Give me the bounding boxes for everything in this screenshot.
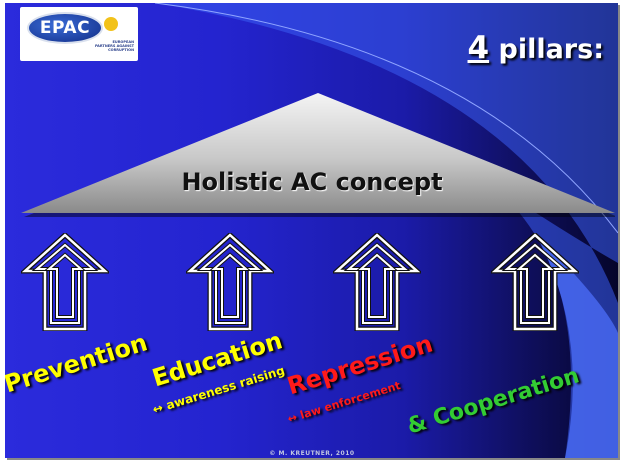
roof-label: Holistic AC concept [181,168,443,196]
slide-background: EPAC EUROPEAN PARTNERS AGAINST CORRUPTIO… [5,3,618,458]
pillar-icon [21,233,109,331]
logo-subtitle: EUROPEAN PARTNERS AGAINST CORRUPTION [94,40,134,52]
roof-triangle [21,93,615,217]
credit-text: © M. KREUTNER, 2010 [269,450,355,457]
decorative-swoosh [154,3,618,458]
title-text: pillars: [498,34,605,65]
pillar-icon [491,233,579,331]
pillar-icon [333,233,421,331]
title-number: 4 [467,30,490,66]
pillar-icon [186,233,274,331]
logo-star-icon [104,17,118,31]
slide-title: 4 pillars: [468,30,604,66]
epac-logo: EPAC EUROPEAN PARTNERS AGAINST CORRUPTIO… [20,7,138,61]
logo-text: EPAC [27,12,103,44]
